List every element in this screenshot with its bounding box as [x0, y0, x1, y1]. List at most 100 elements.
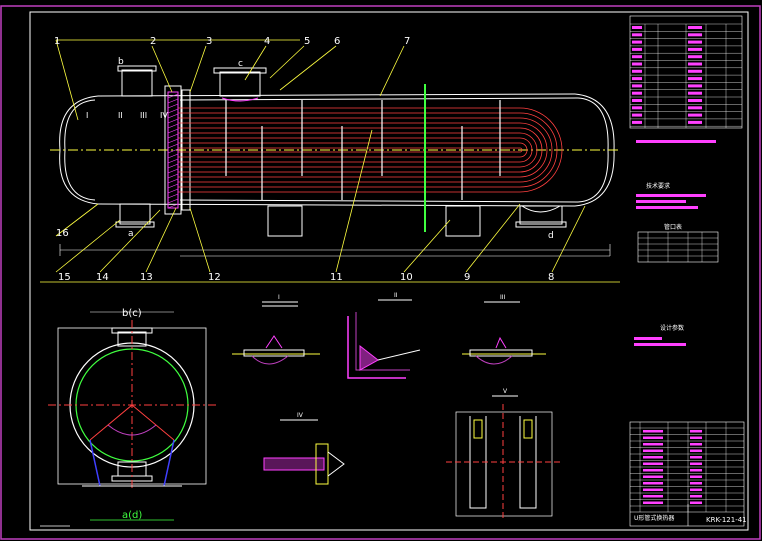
- hatch-line: [167, 153, 179, 159]
- table-cell-fill: [643, 482, 663, 485]
- title-block-text: [643, 430, 702, 504]
- table-cell-fill: [643, 430, 663, 433]
- hatch-line: [167, 173, 179, 179]
- title-block: [629, 421, 745, 527]
- table-cell-fill: [632, 62, 642, 66]
- hatch-line: [167, 123, 179, 129]
- table-cell-fill: [632, 33, 642, 37]
- part-number-11: 11: [330, 272, 343, 283]
- part-number-9: 9: [464, 272, 470, 283]
- detail-mark-3: III: [500, 294, 506, 301]
- tubesheet-hatch: [167, 91, 179, 209]
- detail-mark-2: II: [394, 292, 398, 299]
- notes-heading: 技术要求: [646, 182, 670, 190]
- zone-label-II: II: [118, 111, 123, 120]
- parameter-table-text: [632, 26, 702, 124]
- table-cell-fill: [690, 482, 702, 485]
- table-cell-fill: [690, 469, 702, 472]
- title-block-grid: [630, 422, 744, 512]
- table-cell-fill: [632, 84, 642, 88]
- table-cell-fill: [690, 430, 702, 433]
- table-cell-fill: [690, 436, 702, 439]
- hatch-line: [167, 98, 179, 104]
- nozzle-table-grid: [638, 232, 718, 262]
- table-cell-fill: [643, 469, 663, 472]
- hatch-line: [167, 198, 179, 204]
- table-cell-fill: [688, 99, 702, 102]
- table-cell-fill: [643, 475, 663, 478]
- part-number-6: 6: [334, 36, 340, 47]
- part-number-1: 1: [54, 36, 60, 47]
- table-cell-fill: [632, 40, 642, 44]
- table-cell-fill: [688, 106, 702, 110]
- table-cell-fill: [643, 462, 663, 465]
- table-cell-fill: [632, 26, 642, 29]
- hatch-line: [167, 188, 179, 194]
- detail-5: [446, 395, 560, 520]
- detail-mark-1: I: [278, 294, 280, 301]
- design-note-heading: 设计参数: [660, 324, 684, 332]
- table-cell-fill: [688, 91, 702, 95]
- notes-block: [634, 140, 716, 346]
- part-number-12: 12: [208, 272, 221, 283]
- part-number-5: 5: [304, 36, 310, 47]
- table-cell-fill: [632, 99, 642, 102]
- cross-section-view: [40, 311, 216, 527]
- part-number-7: 7: [404, 36, 410, 47]
- table-cell-fill: [688, 47, 702, 51]
- table-cell-fill: [688, 62, 702, 66]
- nozzle-table: [637, 231, 719, 263]
- detail-4: [263, 419, 345, 485]
- hatch-line: [167, 93, 179, 99]
- part-number-4: 4: [264, 36, 270, 47]
- drawing-title: U形管式换热器: [634, 514, 674, 522]
- table-cell-fill: [632, 91, 642, 95]
- table-cell-fill: [688, 26, 702, 29]
- part-number-15: 15: [58, 272, 71, 283]
- hatch-line: [167, 193, 179, 199]
- zone-label-III: III: [140, 111, 147, 120]
- table-cell-fill: [643, 443, 663, 446]
- hatch-line: [167, 138, 179, 144]
- nozzle-label-c: c: [238, 59, 243, 69]
- table-cell-fill: [632, 120, 642, 124]
- tube-bundle: [178, 107, 563, 193]
- top-nozzles: [117, 65, 267, 102]
- drawing-number: KRK-121-41: [706, 516, 747, 524]
- u-bend: [519, 147, 523, 153]
- part-number-13: 13: [140, 272, 153, 283]
- hatch-line: [167, 183, 179, 189]
- outer-frame: [0, 5, 761, 540]
- hatch-line: [167, 133, 179, 139]
- section-label-top: b(c): [122, 308, 142, 319]
- table-cell-fill: [690, 488, 702, 491]
- hatch-line: [167, 113, 179, 119]
- u-bend: [519, 112, 558, 188]
- table-cell-fill: [632, 106, 642, 110]
- table-cell-fill: [643, 436, 663, 439]
- u-bend: [519, 142, 528, 158]
- table-cell-fill: [690, 475, 702, 478]
- hatch-line: [167, 128, 179, 134]
- detail-mark-4: IV: [297, 412, 304, 419]
- table-cell-fill: [688, 77, 702, 81]
- u-bend: [519, 122, 548, 178]
- table-cell-fill: [688, 84, 702, 88]
- hatch-line: [167, 143, 179, 149]
- table-cell-fill: [643, 495, 663, 498]
- table-cell-fill: [688, 120, 702, 124]
- table-cell-fill: [643, 456, 663, 459]
- table-cell-fill: [643, 488, 663, 491]
- hatch-line: [167, 103, 179, 109]
- table-cell-fill: [688, 40, 702, 44]
- baffle-plates: [225, 100, 501, 200]
- table-cell-fill: [688, 113, 702, 117]
- table-cell-fill: [632, 113, 642, 117]
- u-bend: [519, 107, 563, 193]
- u-bend: [519, 132, 538, 168]
- table-cell-fill: [690, 449, 702, 452]
- hatch-line: [167, 168, 179, 174]
- part-number-16: 16: [56, 228, 69, 239]
- nozzle-label-b: b: [118, 57, 124, 67]
- table-cell-fill: [632, 77, 642, 81]
